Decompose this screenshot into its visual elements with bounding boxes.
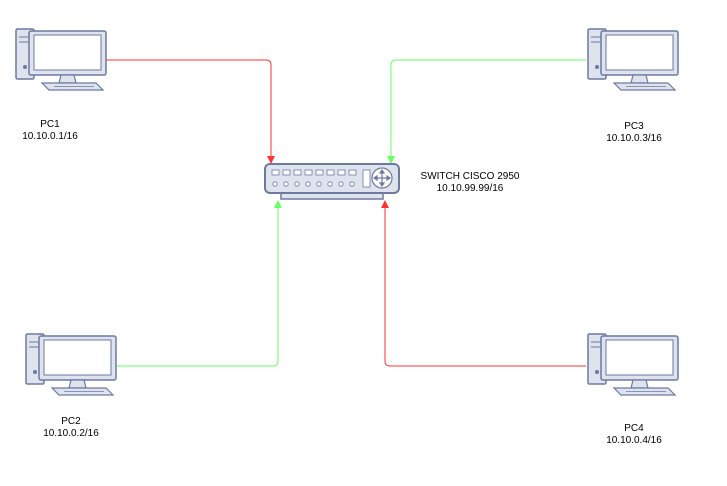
pc2-label: PC2 10.10.0.2/16 <box>31 416 111 440</box>
link-pc1-switch <box>106 59 275 164</box>
network-switch-icon[interactable] <box>264 163 400 200</box>
pc4-desktop-computer-icon[interactable] <box>587 333 679 396</box>
pc4-label: PC4 10.10.0.4/16 <box>594 423 674 447</box>
link-pc2-switch <box>116 200 282 367</box>
pc1-name: PC1 <box>40 119 60 130</box>
switch-ip: 10.10.99.99/16 <box>436 183 504 194</box>
pc3-desktop-computer-icon[interactable] <box>587 28 679 91</box>
pc2-ip: 10.10.0.2/16 <box>43 428 99 439</box>
link-pc3-switch <box>387 59 586 164</box>
switch-name: SWITCH CISCO 2950 <box>420 171 520 182</box>
pc2-desktop-computer-icon[interactable] <box>25 333 117 396</box>
pc2-name: PC2 <box>61 416 81 427</box>
pc1-label: PC1 10.10.0.1/16 <box>10 119 90 143</box>
pc4-ip: 10.10.0.4/16 <box>606 435 662 446</box>
pc3-ip: 10.10.0.3/16 <box>606 133 662 144</box>
pc4-name: PC4 <box>624 423 644 434</box>
switch-label: SWITCH CISCO 2950 10.10.99.99/16 <box>414 171 526 195</box>
pc1-ip: 10.10.0.1/16 <box>22 131 78 142</box>
pc1-desktop-computer-icon[interactable] <box>15 28 107 91</box>
pc3-name: PC3 <box>624 121 644 132</box>
pc3-label: PC3 10.10.0.3/16 <box>594 121 674 145</box>
link-pc4-switch <box>381 200 586 367</box>
